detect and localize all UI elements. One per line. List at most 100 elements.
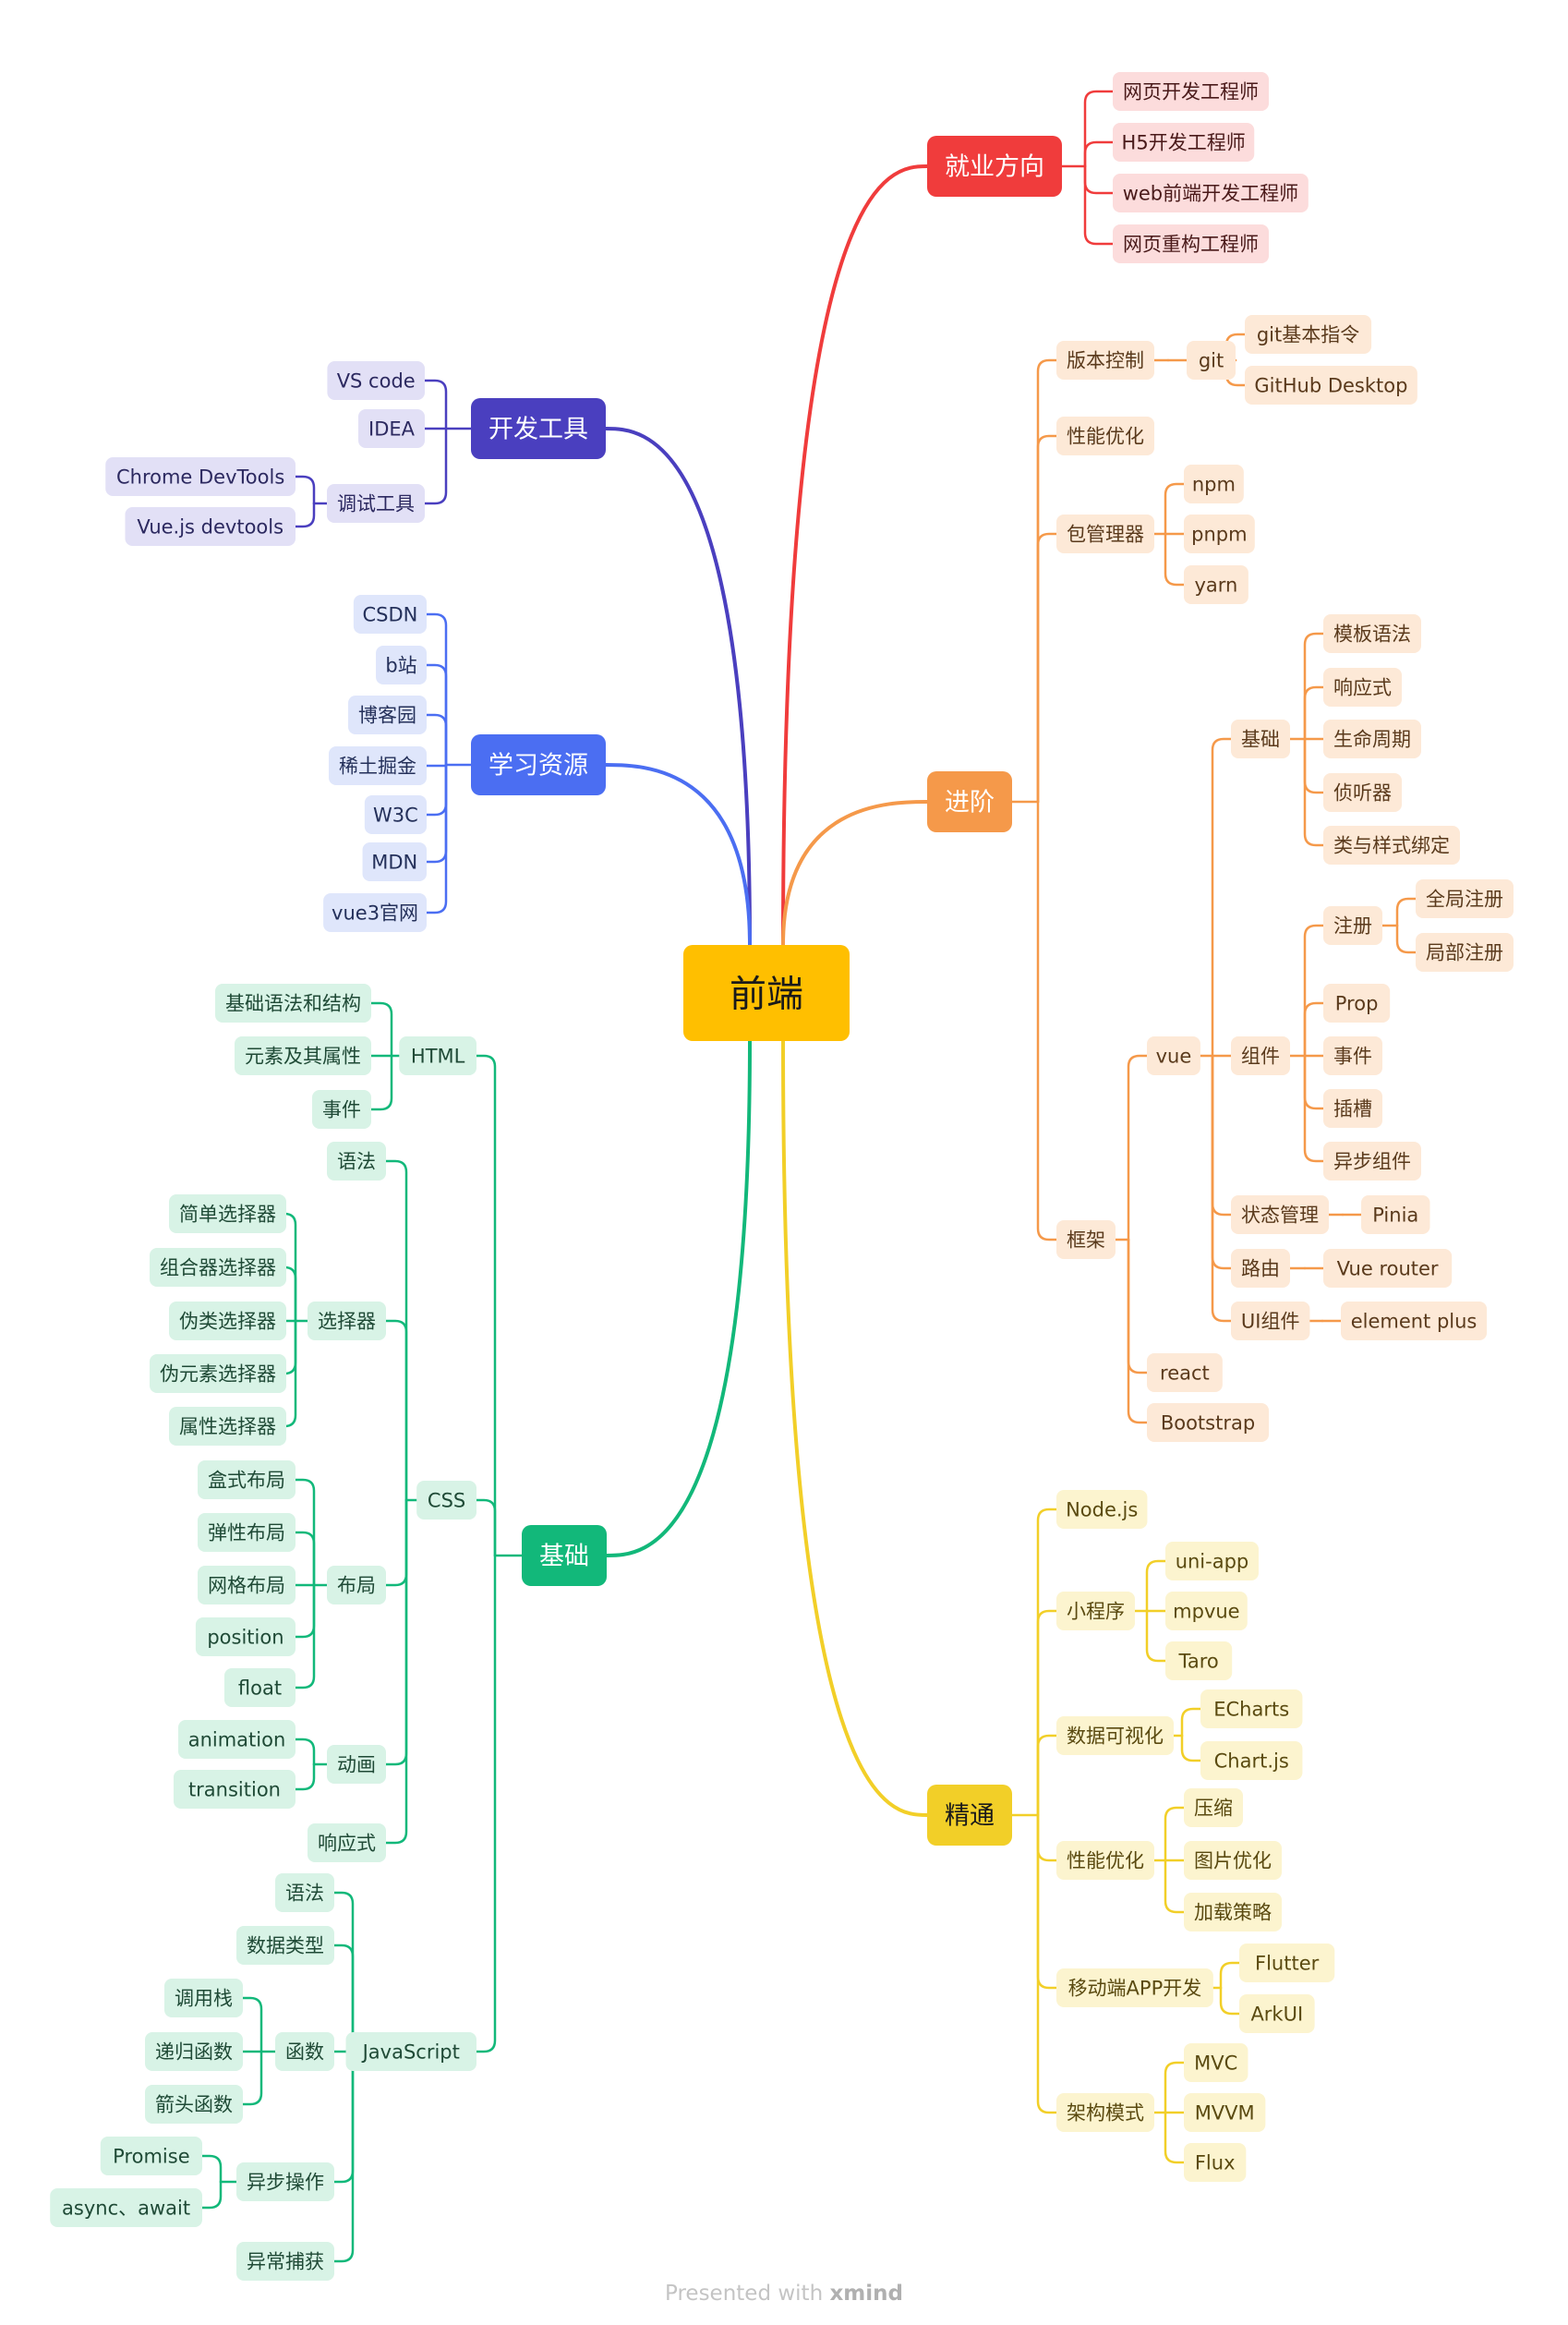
topic-node[interactable]: Node.js — [1056, 1490, 1148, 1529]
topic-rt_c[interactable]: Vue router — [1323, 1249, 1453, 1288]
topic-tools_0[interactable]: VS code — [327, 361, 425, 400]
topic-perfA[interactable]: 性能优化 — [1056, 417, 1154, 455]
topic-root[interactable]: 前端 — [683, 945, 850, 1041]
topic-vb[interactable]: 基础 — [1231, 720, 1290, 758]
topic-ani_1[interactable]: transition — [173, 1770, 296, 1809]
topic-pkg_0[interactable]: npm — [1184, 465, 1244, 503]
topic-jobs_3[interactable]: 网页重构工程师 — [1113, 224, 1269, 263]
topic-tools[interactable]: 开发工具 — [471, 398, 606, 459]
topic-mob_0[interactable]: Flutter — [1239, 1944, 1335, 1982]
topic-adv[interactable]: 进阶 — [927, 771, 1012, 832]
topic-html[interactable]: HTML — [399, 1036, 476, 1075]
topic-reg_1[interactable]: 局部注册 — [1416, 933, 1514, 972]
topic-ui[interactable]: UI组件 — [1231, 1302, 1310, 1340]
topic-arch[interactable]: 架构模式 — [1056, 2093, 1154, 2132]
topic-fw[interactable]: 框架 — [1056, 1220, 1116, 1259]
topic-vb_1[interactable]: 响应式 — [1323, 668, 1402, 707]
topic-dbg_1[interactable]: Vue.js devtools — [125, 507, 296, 546]
topic-reg_0[interactable]: 全局注册 — [1416, 879, 1514, 918]
topic-js_g[interactable]: 语法 — [275, 1873, 334, 1912]
topic-js[interactable]: JavaScript — [345, 2032, 476, 2071]
topic-git_0[interactable]: git基本指令 — [1245, 315, 1372, 354]
topic-viz_1[interactable]: Chart.js — [1200, 1741, 1303, 1780]
topic-lay_4[interactable]: float — [223, 1668, 296, 1707]
topic-res_2[interactable]: 博客园 — [348, 696, 427, 734]
topic-st_c[interactable]: Pinia — [1361, 1195, 1430, 1234]
topic-vb_3[interactable]: 侦听器 — [1323, 773, 1402, 812]
topic-bs[interactable]: Bootstrap — [1147, 1403, 1270, 1442]
topic-css_resp[interactable]: 响应式 — [308, 1823, 386, 1862]
topic-css_lay[interactable]: 布局 — [327, 1566, 386, 1604]
topic-git_1[interactable]: GitHub Desktop — [1245, 366, 1417, 405]
topic-jobs_0[interactable]: 网页开发工程师 — [1113, 72, 1269, 111]
topic-mini[interactable]: 小程序 — [1056, 1592, 1135, 1630]
topic-lay_0[interactable]: 盒式布局 — [198, 1460, 296, 1499]
topic-comp_1[interactable]: 事件 — [1323, 1036, 1382, 1075]
topic-tools_1[interactable]: IDEA — [358, 409, 425, 448]
topic-mob_1[interactable]: ArkUI — [1239, 1994, 1315, 2033]
topic-sel_4[interactable]: 属性选择器 — [169, 1407, 286, 1446]
topic-mas[interactable]: 精通 — [927, 1785, 1012, 1846]
topic-pm_2[interactable]: 加载策略 — [1184, 1893, 1282, 1931]
topic-res_3[interactable]: 稀土掘金 — [329, 746, 427, 785]
topic-html_2[interactable]: 事件 — [312, 1090, 371, 1129]
topic-html_1[interactable]: 元素及其属性 — [235, 1036, 371, 1075]
topic-vcs[interactable]: 版本控制 — [1056, 341, 1154, 380]
topic-js_e[interactable]: 异常捕获 — [236, 2242, 334, 2281]
topic-mini_1[interactable]: mpvue — [1165, 1592, 1248, 1630]
topic-arch_1[interactable]: MVVM — [1184, 2093, 1266, 2132]
topic-sel_2[interactable]: 伪类选择器 — [169, 1302, 286, 1340]
topic-js_a[interactable]: 异步操作 — [236, 2162, 334, 2201]
topic-mini_2[interactable]: Taro — [1165, 1641, 1233, 1680]
topic-css[interactable]: CSS — [416, 1481, 476, 1520]
topic-jobs_1[interactable]: H5开发工程师 — [1113, 123, 1255, 162]
topic-perfM[interactable]: 性能优化 — [1056, 1841, 1154, 1880]
topic-comp_2[interactable]: 插槽 — [1323, 1089, 1382, 1128]
topic-pkg[interactable]: 包管理器 — [1056, 515, 1154, 553]
topic-css_g[interactable]: 语法 — [327, 1142, 386, 1181]
topic-sel_0[interactable]: 简单选择器 — [169, 1194, 286, 1233]
topic-res_5[interactable]: MDN — [362, 842, 427, 881]
topic-res[interactable]: 学习资源 — [471, 734, 606, 795]
topic-pm_0[interactable]: 压缩 — [1184, 1788, 1243, 1827]
topic-ani_0[interactable]: animation — [178, 1720, 296, 1759]
topic-pkg_2[interactable]: yarn — [1184, 565, 1248, 604]
topic-fn_2[interactable]: 箭头函数 — [145, 2085, 243, 2124]
topic-arch_2[interactable]: Flux — [1184, 2143, 1247, 2182]
topic-lay_2[interactable]: 网格布局 — [198, 1566, 296, 1604]
topic-res_0[interactable]: CSDN — [353, 595, 427, 634]
topic-vb_2[interactable]: 生命周期 — [1323, 720, 1421, 758]
topic-css_sel[interactable]: 选择器 — [308, 1302, 386, 1340]
topic-comp[interactable]: 组件 — [1231, 1036, 1290, 1075]
topic-pkg_1[interactable]: pnpm — [1184, 515, 1255, 553]
topic-as_1[interactable]: async、await — [50, 2188, 203, 2227]
topic-lay_1[interactable]: 弹性布局 — [198, 1513, 296, 1552]
topic-git[interactable]: git — [1187, 341, 1236, 380]
topic-fn_1[interactable]: 递归函数 — [145, 2032, 243, 2071]
topic-sel_1[interactable]: 组合器选择器 — [150, 1248, 286, 1287]
topic-arch_0[interactable]: MVC — [1184, 2043, 1248, 2082]
topic-comp_3[interactable]: 异步组件 — [1323, 1142, 1421, 1181]
topic-viz[interactable]: 数据可视化 — [1056, 1716, 1174, 1755]
topic-dbg_0[interactable]: Chrome DevTools — [105, 457, 296, 496]
topic-reg[interactable]: 注册 — [1323, 906, 1382, 945]
topic-jobs[interactable]: 就业方向 — [927, 136, 1062, 197]
topic-res_6[interactable]: vue3官网 — [323, 893, 427, 932]
topic-st[interactable]: 状态管理 — [1231, 1195, 1329, 1234]
topic-js_f[interactable]: 函数 — [275, 2032, 334, 2071]
topic-tools_2[interactable]: 调试工具 — [327, 484, 425, 523]
topic-fn_0[interactable]: 调用栈 — [164, 1979, 243, 2017]
topic-sel_3[interactable]: 伪元素选择器 — [150, 1354, 286, 1393]
topic-lay_3[interactable]: position — [195, 1617, 296, 1656]
topic-pm_1[interactable]: 图片优化 — [1184, 1841, 1282, 1880]
topic-mob[interactable]: 移动端APP开发 — [1056, 1968, 1213, 2007]
topic-ui_c[interactable]: element plus — [1341, 1302, 1488, 1340]
topic-html_0[interactable]: 基础语法和结构 — [215, 984, 371, 1023]
topic-mini_0[interactable]: uni-app — [1165, 1542, 1259, 1580]
topic-viz_0[interactable]: ECharts — [1200, 1689, 1303, 1728]
topic-rt[interactable]: 路由 — [1231, 1249, 1290, 1288]
topic-css_ani[interactable]: 动画 — [327, 1745, 386, 1784]
topic-as_0[interactable]: Promise — [100, 2137, 202, 2175]
topic-vue[interactable]: vue — [1147, 1036, 1200, 1075]
topic-vb_4[interactable]: 类与样式绑定 — [1323, 826, 1460, 865]
